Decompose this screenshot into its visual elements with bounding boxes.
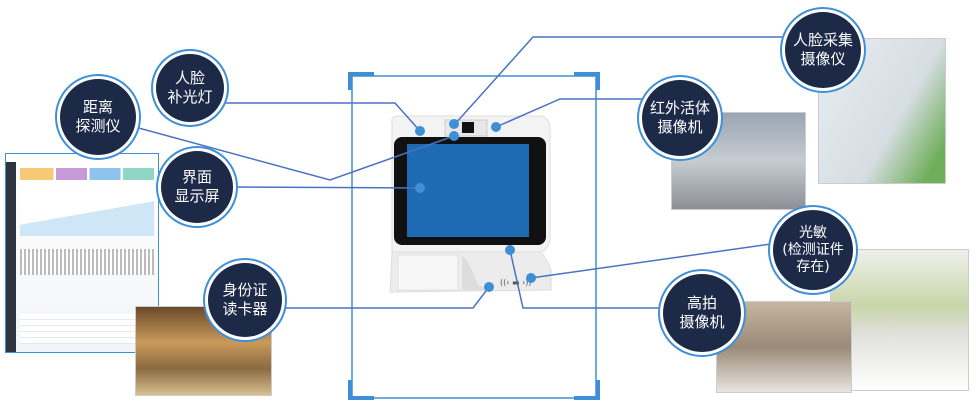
label-document-camera: 高拍 摄像机 — [663, 274, 741, 352]
anchor-dots — [415, 119, 536, 292]
label-face-fill-light: 人脸 补光灯 — [156, 54, 224, 122]
camera-lens-icon — [462, 122, 474, 133]
label-distance-sensor: 距离 探测仪 — [60, 79, 136, 155]
label-infrared-camera: 红外活体 摄像机 — [642, 80, 718, 156]
svg-text:((‹ ▬ ›)): ((‹ ▬ ›)) — [500, 278, 532, 287]
screen — [407, 144, 529, 237]
leader-lines — [134, 36, 785, 309]
label-light-sensor: 光敏 (检测证件 存在) — [773, 210, 853, 290]
office-photo — [830, 249, 969, 391]
device: ((‹ ▬ ›)) — [389, 115, 552, 293]
label-face-camera: 人脸采集 摄像仪 — [785, 12, 861, 88]
label-id-card-reader: 身份证 读卡器 — [208, 263, 282, 337]
device-frame — [348, 72, 600, 400]
dashboard-screenshot — [5, 153, 159, 353]
label-display-screen: 界面 显示屏 — [161, 151, 233, 223]
